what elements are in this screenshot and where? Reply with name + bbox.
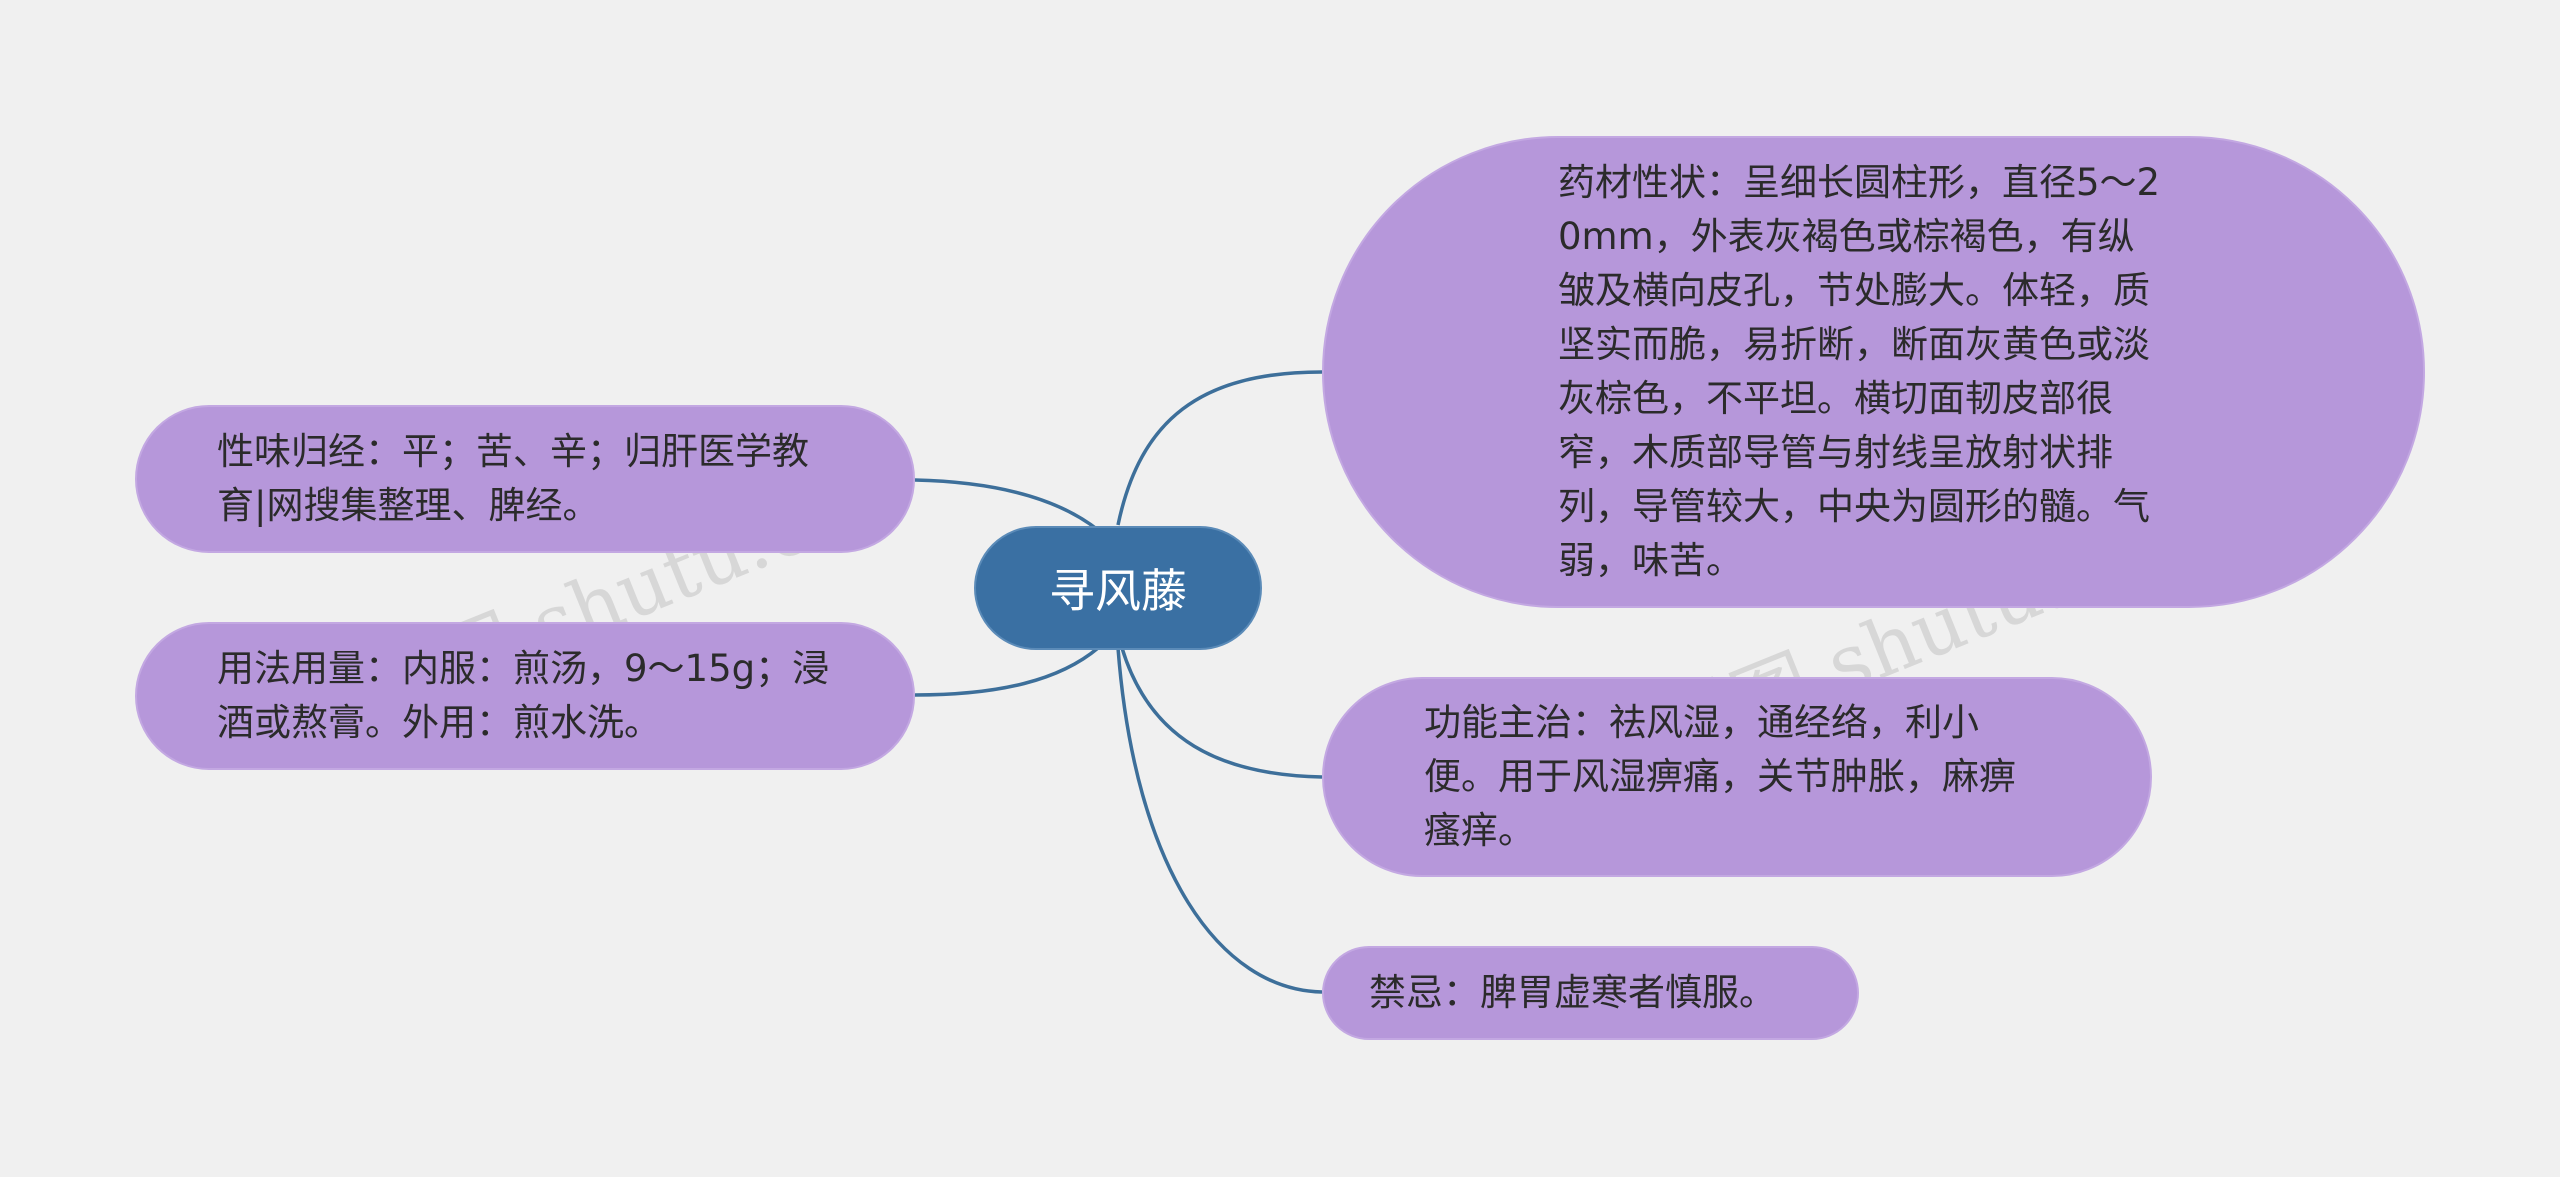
node-function-indications[interactable]: 功能主治：祛风湿，通经络，利小便。用于风湿痹痛，关节肿胀，麻痹瘙痒。 — [1322, 677, 2152, 877]
center-topic-label: 寻风藤 — [1049, 564, 1187, 618]
node-taste-meridian-text: 性味归经：平；苦、辛；归肝医学教育|网搜集整理、脾经。 — [217, 430, 809, 527]
node-taste-meridian[interactable]: 性味归经：平；苦、辛；归肝医学教育|网搜集整理、脾经。 — [135, 405, 915, 553]
center-topic-node[interactable]: 寻风藤 — [974, 526, 1262, 650]
link-taste — [914, 478, 1100, 532]
node-medicinal-properties[interactable]: 药材性状：呈细长圆柱形，直径5～20mm，外表灰褐色或棕褐色，有纵皱及横向皮孔，… — [1322, 136, 2425, 608]
node-contraindications-text: 禁忌：脾胃虚寒者慎服。 — [1369, 971, 1776, 1014]
link-dosage — [914, 646, 1100, 697]
link-contra — [1116, 647, 1323, 994]
node-medicinal-properties-text: 药材性状：呈细长圆柱形，直径5～20mm，外表灰褐色或棕褐色，有纵皱及横向皮孔，… — [1558, 161, 2161, 582]
node-function-indications-text: 功能主治：祛风湿，通经络，利小便。用于风湿痹痛，关节肿胀，麻痹瘙痒。 — [1424, 701, 2016, 852]
link-function — [1120, 647, 1323, 779]
node-usage-dosage[interactable]: 用法用量：内服：煎汤，9～15g；浸酒或熬膏。外用：煎水洗。 — [135, 622, 915, 770]
node-contraindications[interactable]: 禁忌：脾胃虚寒者慎服。 — [1322, 946, 1859, 1040]
link-properties — [1116, 370, 1323, 526]
node-usage-dosage-text: 用法用量：内服：煎汤，9～15g；浸酒或熬膏。外用：煎水洗。 — [217, 647, 830, 744]
